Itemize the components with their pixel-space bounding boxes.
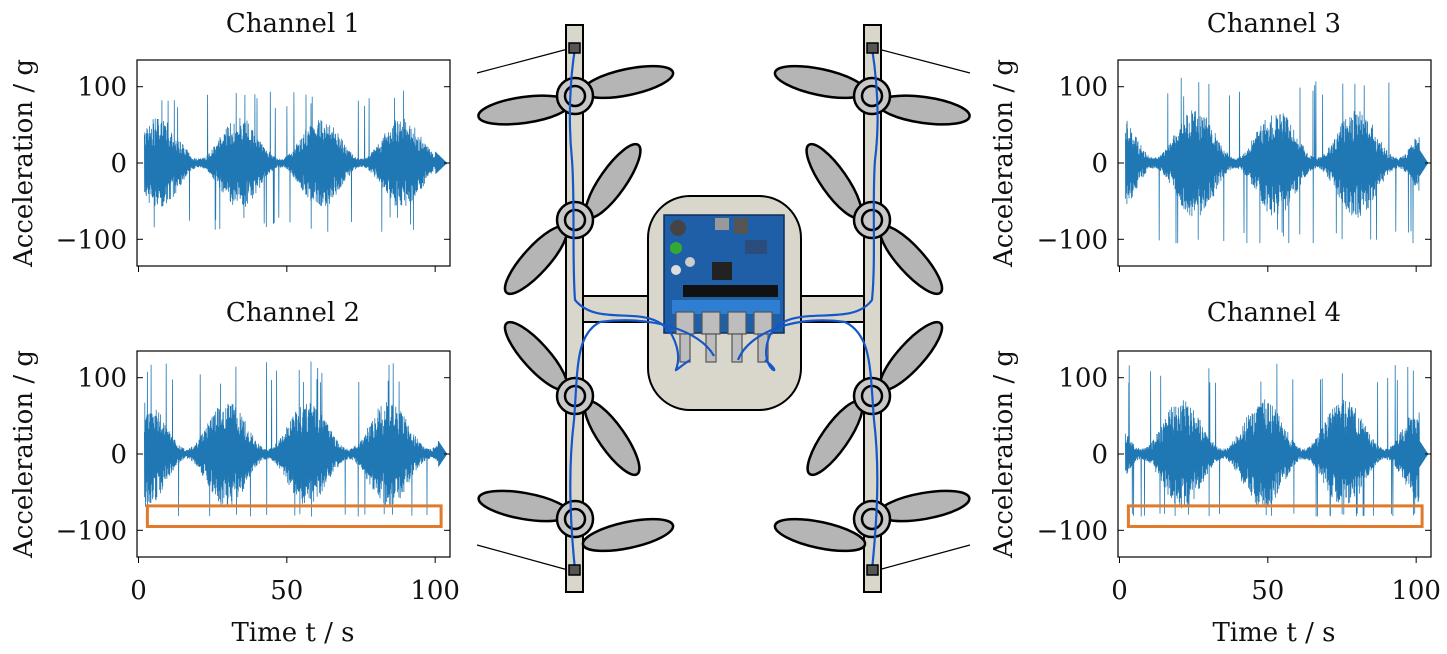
y-axis-label: Acceleration / g — [989, 350, 1019, 559]
x-tick-label: 0 — [1111, 576, 1128, 606]
y-tick-label: −100 — [1037, 225, 1108, 255]
y-tick-label: −100 — [56, 225, 127, 255]
chart-title: Channel 2 — [226, 298, 360, 328]
leader-line — [476, 544, 569, 571]
bnc-connectors — [675, 311, 773, 363]
y-tick-label: 100 — [1058, 73, 1108, 103]
y-tick-label: 0 — [110, 440, 127, 470]
x-axis-label: Time t / s — [1212, 618, 1335, 648]
leader-line — [877, 544, 971, 571]
x-tick-label: 50 — [1251, 576, 1284, 606]
leader-line — [877, 48, 971, 74]
chart-title: Channel 1 — [226, 9, 360, 39]
y-tick-label: 100 — [1058, 364, 1108, 394]
y-tick-label: −100 — [56, 516, 127, 546]
chart-channel-2: Channel 2 Acceleration / g Time t / s 10… — [9, 298, 460, 648]
x-tick-label: 100 — [1391, 576, 1441, 606]
signal-trace — [1125, 77, 1429, 244]
y-tick-label: 100 — [77, 73, 127, 103]
x-axis-label: Time t / s — [231, 618, 354, 648]
propeller-icon — [477, 64, 675, 553]
drone-illustration — [476, 24, 971, 593]
chart-channel-3: Channel 3 Acceleration / g 100 0 −100 — [989, 9, 1432, 272]
y-axis-label: Acceleration / g — [9, 350, 39, 559]
accelerometer-icon — [568, 42, 879, 576]
y-tick-label: 0 — [1091, 440, 1108, 470]
y-tick-label: 0 — [110, 149, 127, 179]
signal-trace — [144, 361, 448, 517]
leader-line — [476, 48, 569, 74]
chart-channel-4: Channel 4 Acceleration / g Time t / s 10… — [989, 298, 1441, 648]
highlight-box — [1126, 504, 1424, 528]
y-axis-label: Acceleration / g — [9, 59, 39, 268]
x-tick-label: 0 — [130, 576, 147, 606]
chart-title: Channel 4 — [1207, 298, 1341, 328]
y-axis-label: Acceleration / g — [989, 59, 1019, 268]
x-tick-label: 50 — [270, 576, 303, 606]
sensor-cables — [568, 47, 879, 571]
highlight-box — [145, 504, 443, 528]
chart-channel-1: Channel 1 Acceleration / g 100 0 −100 — [9, 9, 451, 272]
x-tick-label: 100 — [410, 576, 460, 606]
y-tick-label: 100 — [77, 364, 127, 394]
y-tick-label: −100 — [1037, 516, 1108, 546]
y-tick-label: 0 — [1091, 149, 1108, 179]
signal-trace — [144, 90, 448, 232]
signal-trace — [1125, 363, 1429, 517]
chart-title: Channel 3 — [1207, 9, 1341, 39]
